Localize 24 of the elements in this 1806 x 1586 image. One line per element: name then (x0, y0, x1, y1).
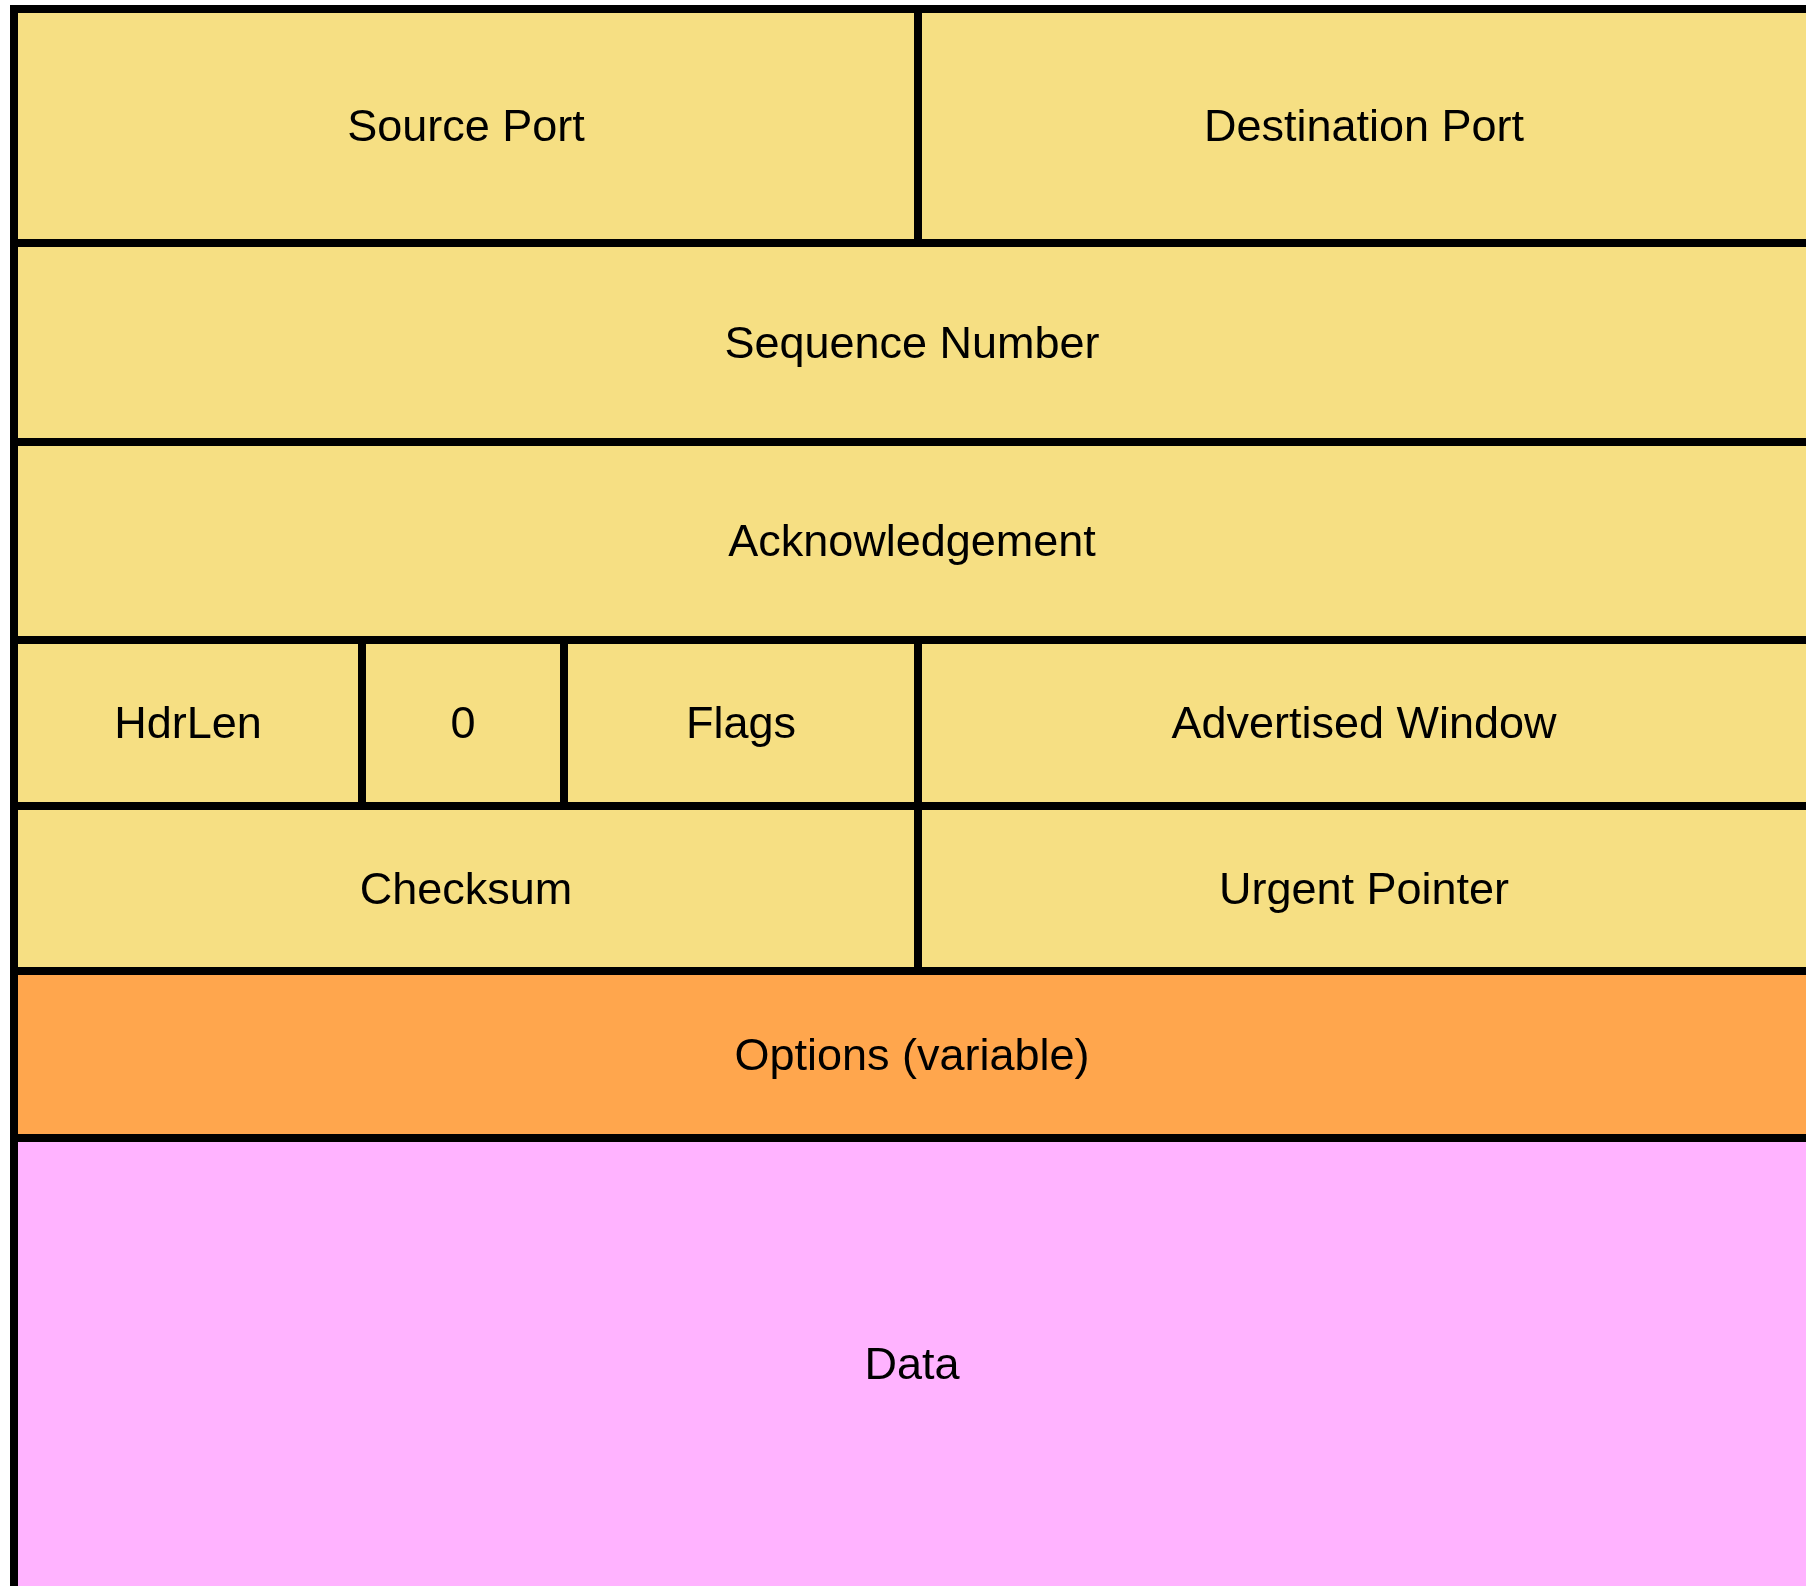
header-field (18, 810, 914, 967)
field-label: Options (variable) (734, 1028, 1090, 1081)
field-label: Advertised Window (1171, 697, 1557, 749)
header-field (18, 1142, 1806, 1586)
field-label: Urgent Pointer (1218, 862, 1510, 915)
field-label: Checksum (359, 862, 573, 915)
header-field (568, 644, 914, 802)
header-field (922, 644, 1806, 802)
field-label: Flags (685, 697, 796, 749)
field-label: Sequence Number (724, 316, 1100, 369)
header-field (922, 810, 1806, 967)
header-field (922, 13, 1806, 239)
field-label: Data (864, 1338, 960, 1390)
header-field (18, 13, 914, 239)
header-field (18, 644, 358, 802)
field-label: Destination Port (1203, 100, 1525, 152)
header-field (18, 975, 1806, 1134)
field-label: Source Port (347, 100, 585, 152)
header-field (18, 446, 1806, 636)
header-field (18, 247, 1806, 438)
header-field (366, 644, 560, 802)
field-label: Acknowledgement (728, 515, 1096, 567)
field-label: 0 (450, 697, 476, 749)
field-label: HdrLen (114, 697, 262, 749)
